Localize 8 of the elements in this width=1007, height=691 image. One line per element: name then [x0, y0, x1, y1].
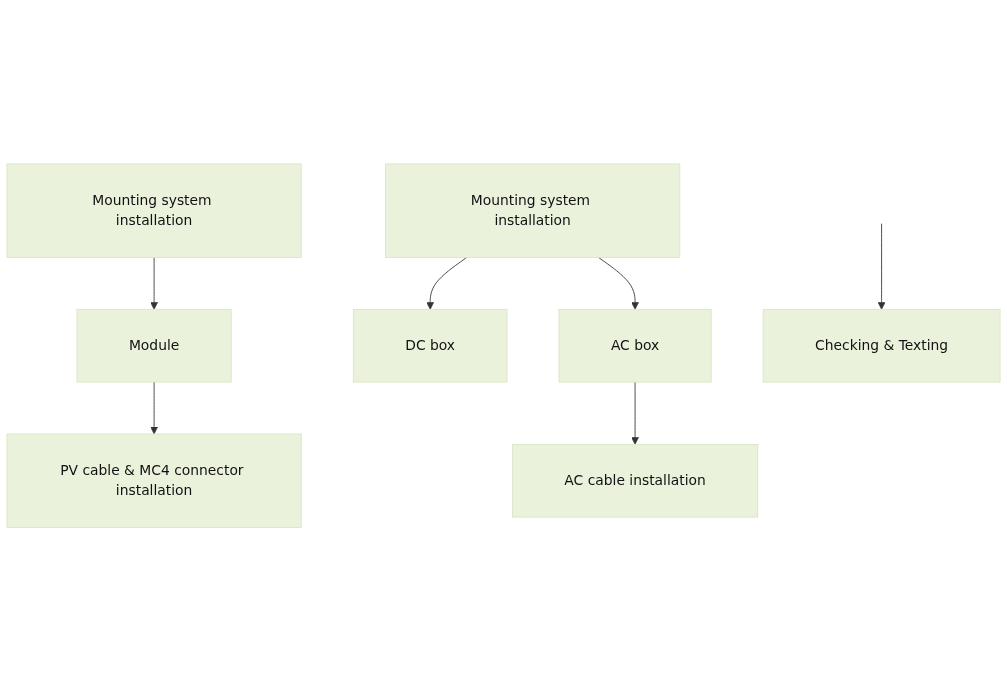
node-box: Mounting system installation: [385, 163, 681, 258]
node-box: Checking & Texting: [762, 308, 1001, 383]
node-box: PV cable & MC4 connector installation: [6, 433, 302, 528]
node-box: AC box: [558, 308, 712, 383]
node-box: DC box: [352, 308, 508, 383]
node-box: Module: [76, 308, 232, 383]
node-box: AC cable installation: [511, 443, 759, 518]
node-box: Mounting system installation: [6, 163, 302, 258]
